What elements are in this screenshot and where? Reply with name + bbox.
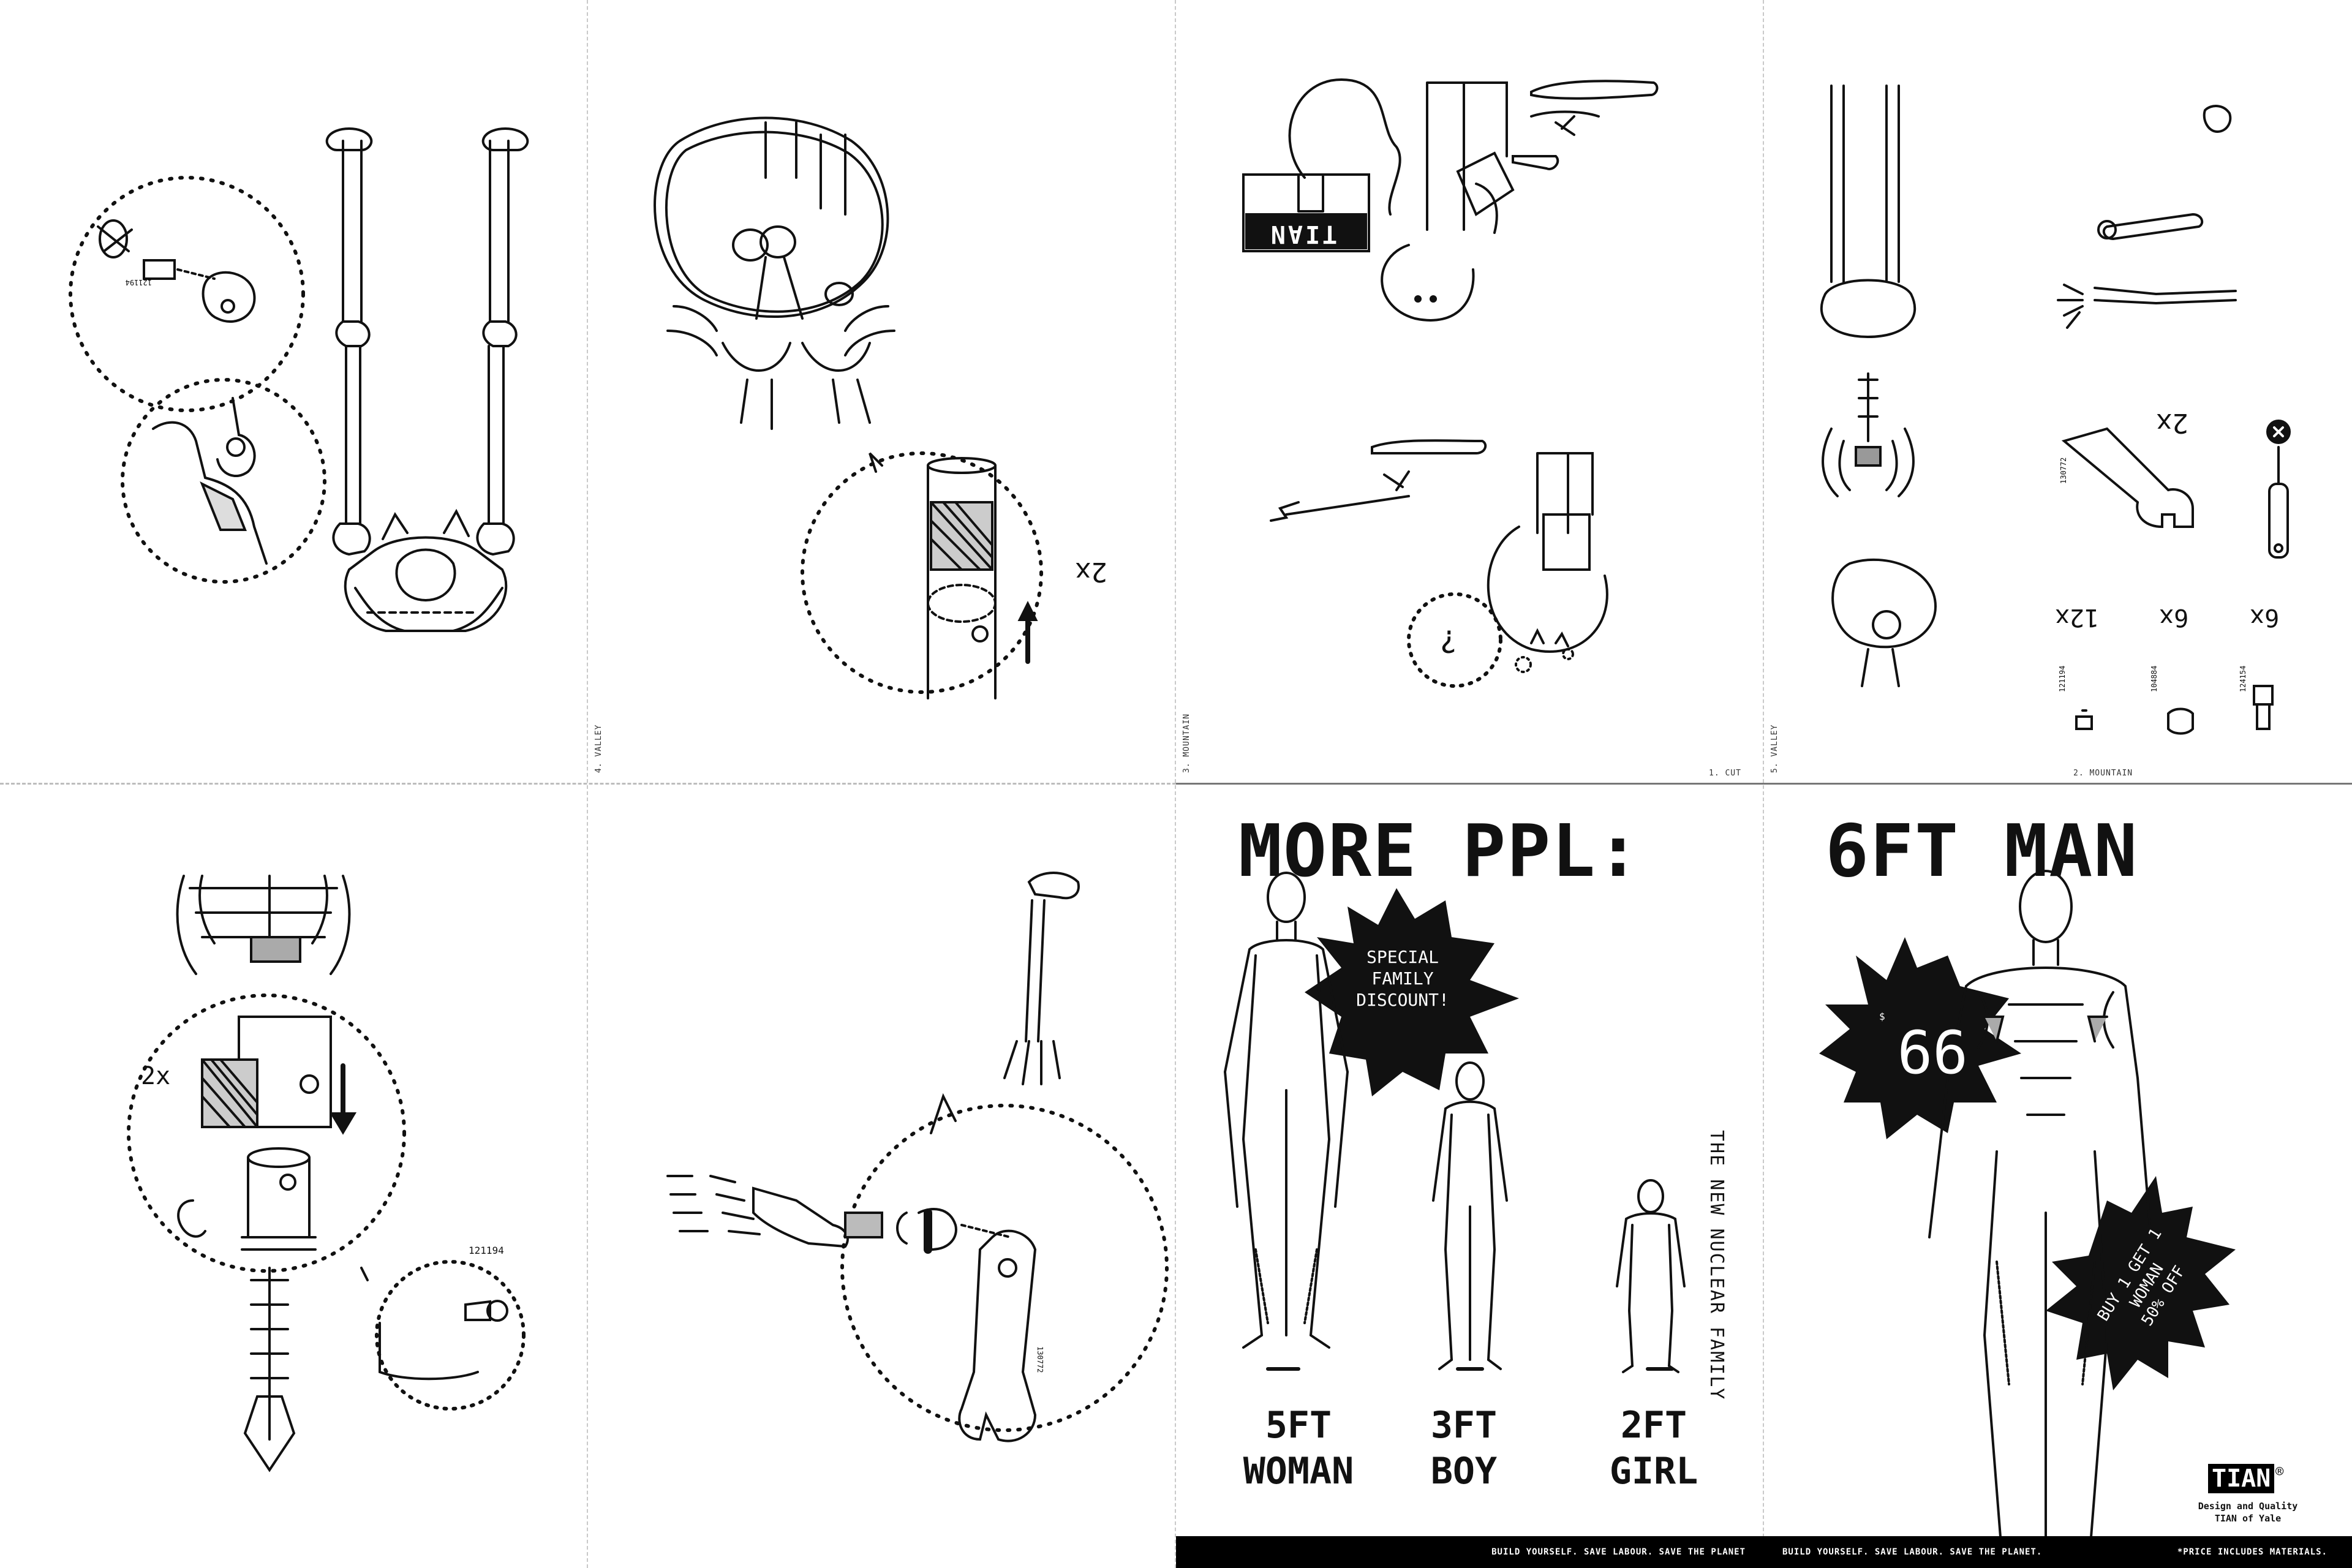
fold-label: 3. MOUNTAIN [1182, 713, 1191, 773]
size-label-boy: 3FT BOY [1409, 1403, 1519, 1494]
fold-label: 1. CUT [1709, 769, 1741, 778]
size-value: 2FT [1620, 1404, 1687, 1447]
page-title: MORE PPL: [1238, 809, 1642, 893]
size-who: GIRL [1609, 1450, 1698, 1493]
footer-text: BUILD YOURSELF. SAVE LABOUR. SAVE THE PL… [1782, 1547, 2043, 1557]
panel-arm-assembly: 130772 [588, 784, 1176, 1568]
quantity-label: 2x [1075, 556, 1107, 587]
part-number: 130772 [2059, 457, 2068, 484]
family-illustration [1224, 872, 1686, 1373]
vertical-tagline: THE NEW NUCLEAR FAMILY [1706, 1130, 1727, 1401]
hardware-part-number: 121194 [2058, 665, 2067, 692]
box-logo: TIAN [1268, 220, 1338, 248]
cut-line [1176, 783, 2352, 785]
page-title: 6FT MAN [1825, 809, 2139, 893]
price-currency: $ [1879, 1011, 1885, 1022]
hardware-qty: 12x [2055, 603, 2100, 631]
panel-man-ad: 6FT MAN $ 99 BUY 1 GET 1 WOMAN 50% OFF T… [1764, 784, 2352, 1568]
panel-family-ad: MORE PPL: SPECIAL FAMILY [1176, 784, 1764, 1568]
burst-line: DISCOUNT! [1356, 990, 1449, 1010]
tagline-1: Design and Quality [2198, 1501, 2298, 1512]
hardware-part-number: 124154 [2239, 665, 2247, 692]
size-who: BOY [1430, 1450, 1498, 1493]
burst-line: SPECIAL [1366, 947, 1439, 967]
quantity-label: 2x [141, 1062, 171, 1090]
tian-logo: TIAN [2208, 1464, 2275, 1493]
footer-bar-left: BUILD YOURSELF. SAVE LABOUR. SAVE THE PL… [1176, 1536, 1764, 1568]
size-value: 3FT [1430, 1404, 1498, 1447]
question-mark: ? [1439, 623, 1458, 659]
size-label-woman: 5FT WOMAN [1237, 1403, 1360, 1494]
part-number: 121194 [125, 278, 152, 287]
arm-illustration [666, 872, 1169, 1442]
part-number: 121194 [469, 1245, 504, 1256]
panel-spine-assembly: 2x 121194 [0, 784, 588, 1568]
footer-note: *PRICE INCLUDES MATERIALS. [2177, 1547, 2328, 1557]
unboxing-illustration [1242, 78, 1659, 688]
fold-label: 2. MOUNTAIN [2073, 769, 2133, 778]
hardware-qty: 6x [2159, 603, 2189, 631]
hardware-part-number: 104884 [2150, 665, 2158, 692]
footer-text: BUILD YOURSELF. SAVE LABOUR. SAVE THE PL… [1491, 1547, 1746, 1557]
hardware-qty: 6x [2250, 603, 2280, 631]
parts-illustration [1820, 85, 2291, 735]
part-number: 130772 [1036, 1346, 1044, 1373]
size-who: WOMAN [1243, 1450, 1354, 1493]
panel-legs-assembly: 121194 [0, 0, 588, 784]
fold-label: 5. VALLEY [1770, 724, 1779, 773]
size-value: 5FT [1265, 1404, 1332, 1447]
fold-line [0, 783, 1176, 785]
fold-label: 4. VALLEY [594, 724, 603, 773]
legs-illustration [69, 127, 529, 632]
discount-burst-text: SPECIAL FAMILY DISCOUNT! [1341, 946, 1464, 1011]
panel-parts-list: 2x 130772 12x 6x 6x 121194 104884 124154… [1764, 0, 2352, 784]
footer-bar-right: BUILD YOURSELF. SAVE LABOUR. SAVE THE PL… [1764, 1536, 2352, 1568]
spine-illustration [127, 875, 526, 1472]
panel-unboxing: TIAN ? 3. MOUNTAIN 1. CUT [1176, 0, 1764, 784]
man-illustration [1819, 870, 2236, 1568]
size-label-girl: 2FT GIRL [1599, 1403, 1709, 1494]
price-value: 99 [1897, 1016, 1968, 1085]
torso-illustration [654, 116, 1043, 699]
registered-mark: ® [2275, 1464, 2284, 1480]
panel-torso-assembly: 2x 4. VALLEY [588, 0, 1176, 784]
burst-line: FAMILY [1371, 968, 1434, 989]
quantity-label: 2x [2156, 407, 2188, 439]
tagline-2: TIAN of Yale [2214, 1513, 2282, 1524]
